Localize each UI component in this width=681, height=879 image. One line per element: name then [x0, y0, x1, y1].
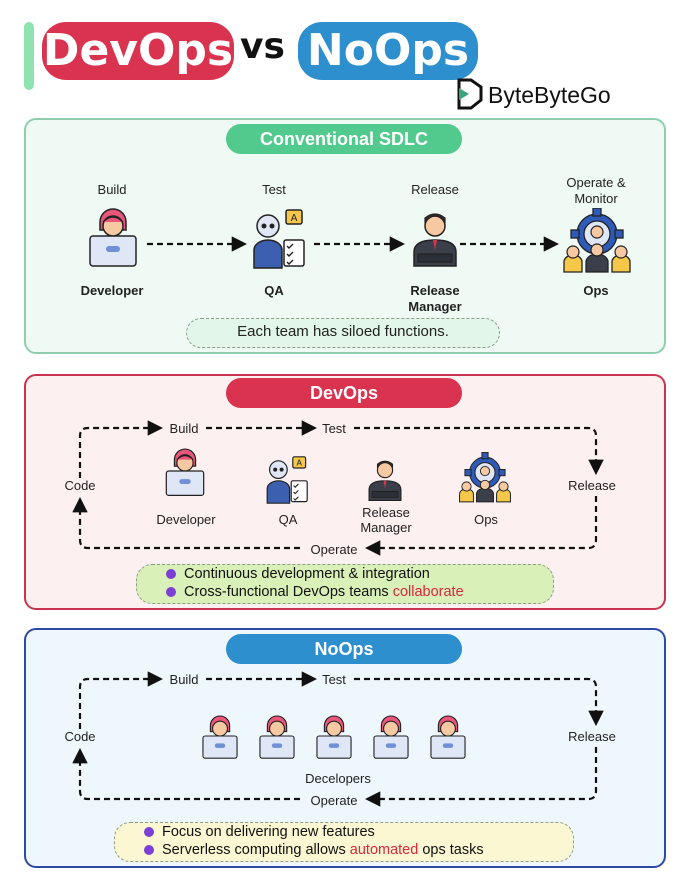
devops-loop-code: Code — [64, 478, 96, 493]
noops-bullet-2-highlight: automated — [349, 842, 419, 858]
noops-bullet-1: Focus on delivering new features — [144, 824, 375, 840]
title-noops: NoOps — [298, 22, 478, 80]
devops-ops-gear-icon — [459, 452, 511, 503]
sdlc-role-release-manager: Release Manager — [398, 283, 472, 315]
devops-loop-top-left — [78, 420, 164, 478]
noops-note — [114, 822, 574, 862]
noops-loop-bottom-left — [72, 747, 300, 801]
ops-team-gear-icon — [563, 208, 631, 273]
devops-loop-bottom-right — [364, 496, 598, 556]
devops-release-manager-icon — [368, 460, 402, 502]
developer-icon — [89, 208, 137, 267]
sdlc-stage-operate: Operate & Monitor — [556, 175, 636, 207]
sdlc-role-qa: QA — [264, 283, 284, 298]
devops-role-release-manager: Release Manager — [350, 505, 422, 535]
accent-bar — [24, 22, 34, 90]
sdlc-role-release-manager-text: Release Manager — [408, 283, 462, 314]
devops-role-qa: QA — [278, 512, 298, 527]
svg-text:A: A — [291, 213, 298, 224]
sdlc-note-text: Each team has siloed functions. — [237, 323, 449, 340]
bullet-dot — [166, 587, 176, 598]
devops-bullet-2-text: Cross-functional DevOps teams — [184, 584, 393, 600]
qa-robot-icon: A — [253, 209, 305, 269]
devops-loop-top-right — [354, 426, 604, 476]
devops-bullet-2-highlight: collaborate — [392, 584, 464, 600]
noops-developer-icon-4 — [373, 715, 409, 759]
sdlc-role-developer: Developer — [80, 283, 144, 298]
noops-bullet-2-tail: ops tasks — [418, 842, 484, 858]
devops-loop-test: Test — [322, 421, 346, 436]
devops-role-ops: Ops — [474, 512, 498, 527]
title-vs: vs — [240, 26, 285, 67]
sdlc-stage-release: Release — [411, 182, 459, 197]
brand-name: ByteByteGo — [488, 82, 611, 108]
devops-note — [136, 564, 554, 604]
sdlc-note — [186, 318, 500, 348]
title-devops: DevOps — [42, 22, 234, 80]
sdlc-role-ops: Ops — [583, 283, 609, 298]
bytebytego-logo-icon — [457, 78, 483, 110]
noops-loop-top-right — [354, 677, 604, 727]
noops-loop-top-left — [78, 671, 164, 729]
svg-text:A: A — [296, 459, 302, 468]
bullet-dot — [144, 845, 154, 856]
noops-loop-operate: Operate — [310, 793, 358, 808]
noops-bullet-2-text: Serverless computing allows — [162, 842, 350, 858]
devops-loop-operate: Operate — [310, 542, 358, 557]
noops-loop-build: Build — [169, 672, 199, 687]
devops-bullet-1-text: Continuous development & integration — [184, 566, 430, 582]
devops-loop-release: Release — [568, 478, 616, 493]
devops-bullet-2: Cross-functional DevOps teams collaborat… — [166, 584, 464, 600]
noops-title: NoOps — [226, 634, 462, 664]
noops-loop-code: Code — [64, 729, 96, 744]
bullet-dot — [166, 569, 176, 580]
sdlc-title: Conventional SDLC — [226, 124, 462, 154]
sdlc-stage-test: Test — [262, 182, 286, 197]
noops-loop-bottom-right — [364, 747, 598, 807]
noops-loop-release: Release — [568, 729, 616, 744]
noops-developer-icon-1 — [202, 715, 238, 759]
devops-developer-icon — [165, 448, 205, 496]
noops-developer-icon-5 — [430, 715, 466, 759]
noops-bullet-2: Serverless computing allows automated op… — [144, 842, 484, 858]
release-manager-icon — [413, 213, 457, 267]
sdlc-stage-operate-text: Operate & Monitor — [566, 175, 626, 206]
devops-role-developer: Developer — [156, 512, 216, 527]
noops-loop-test: Test — [322, 672, 346, 687]
devops-title: DevOps — [226, 378, 462, 408]
noops-bullet-1-text: Focus on delivering new features — [162, 824, 375, 840]
noops-developer-icon-3 — [316, 715, 352, 759]
devops-loop-build: Build — [169, 421, 199, 436]
devops-qa-robot-icon: A — [266, 456, 308, 504]
devops-role-release-manager-text: Release Manager — [360, 505, 412, 535]
devops-bullet-1: Continuous development & integration — [166, 566, 430, 582]
devops-loop-bottom-left — [72, 496, 300, 550]
noops-developer-icon-2 — [259, 715, 295, 759]
bullet-dot — [144, 827, 154, 838]
noops-group-label: Decelopers — [305, 771, 371, 786]
sdlc-stage-build: Build — [97, 182, 127, 197]
